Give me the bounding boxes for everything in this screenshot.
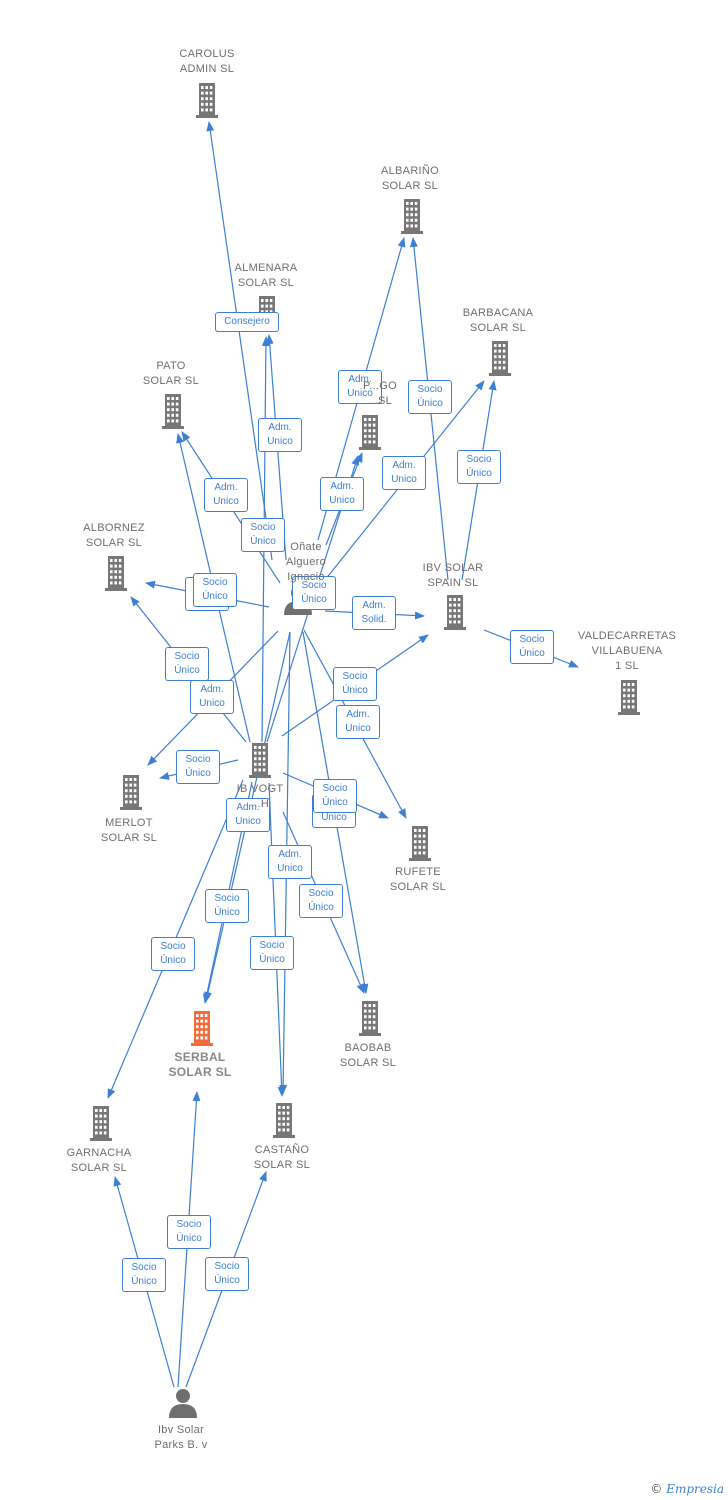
edge-onate-to-carolus bbox=[206, 121, 273, 561]
edge-label-ibvogt-to-baobab[interactable]: Socio Único bbox=[299, 884, 343, 918]
edge-label-ibvogt-to-ibvsolar[interactable]: Socio Único bbox=[333, 667, 377, 701]
garnacha-building-icon[interactable] bbox=[90, 1106, 112, 1141]
edge-label-ibvparks-to-garnacha[interactable]: Socio Único bbox=[122, 1258, 166, 1292]
node-label-albornez[interactable]: ALBORNEZ SOLAR SL bbox=[83, 522, 145, 549]
node-label-castano[interactable]: CASTAÑO SOLAR SL bbox=[253, 1144, 311, 1171]
edge-label-ibvparks-to-serbal[interactable]: Socio Único bbox=[167, 1215, 211, 1249]
edge-label-onate-to-barbacana[interactable]: Adm. Unico bbox=[382, 456, 426, 490]
edge-label-ibvogt-to-merlot[interactable]: Socio Único bbox=[176, 750, 220, 784]
edge-label-onate-to-pato[interactable]: Adm. Unico bbox=[204, 478, 248, 512]
edge-label-onate-to-almenara[interactable]: Adm. Unico bbox=[258, 418, 302, 452]
edge-label-ibvparks-to-castano[interactable]: Socio Único bbox=[205, 1257, 249, 1291]
barbacana-building-icon[interactable] bbox=[489, 341, 511, 376]
node-label-carolus[interactable]: CAROLUS ADMIN SL bbox=[179, 48, 235, 75]
serbal-building-icon[interactable] bbox=[191, 1011, 213, 1046]
edge-label-ibvogt-to-almenara[interactable]: Socio Único bbox=[241, 518, 285, 552]
castano-building-icon[interactable] bbox=[273, 1103, 295, 1138]
node-label-rufete[interactable]: RUFETE SOLAR SL bbox=[389, 866, 447, 893]
edge-label-ibvogt-to-pato[interactable]: Socio Único bbox=[193, 573, 237, 607]
carolus-building-icon[interactable] bbox=[196, 83, 218, 118]
edge-label-onate-to-pago[interactable]: Adm. Unico bbox=[320, 477, 364, 511]
node-label-ibvogt[interactable]: IB VOGT ...H bbox=[236, 783, 284, 810]
node-label-ibvparks[interactable]: Ibv Solar Parks B. v bbox=[154, 1424, 208, 1451]
brand-logo[interactable]: Empresia bbox=[666, 1482, 724, 1496]
edge-label-onate-to-castano[interactable]: Adm. Unico bbox=[268, 845, 312, 879]
rufete-building-icon[interactable] bbox=[409, 826, 431, 861]
edge-label-ibvogt-to-garnacha[interactable]: Socio Único bbox=[151, 937, 195, 971]
edge-label-ibvogt-to-serbal[interactable]: Socio Único bbox=[205, 889, 249, 923]
node-label-albarino[interactable]: ALBARIÑO SOLAR SL bbox=[380, 165, 440, 192]
valdecarretas-building-icon[interactable] bbox=[618, 680, 640, 715]
node-label-baobab[interactable]: BAOBAB SOLAR SL bbox=[339, 1042, 397, 1069]
copyright-symbol: © bbox=[650, 1482, 663, 1496]
edge-label-onate-to-albarino[interactable]: Adm. Unico bbox=[338, 370, 382, 404]
edge-label-onate-to-serbal[interactable]: Adm. Unico bbox=[226, 798, 270, 832]
edge-label-ibvsolar-to-barbacana[interactable]: Socio Único bbox=[457, 450, 501, 484]
ibvogt-building-icon[interactable] bbox=[249, 743, 271, 778]
edge-label-ibvsolar-to-albarino[interactable]: Socio Único bbox=[408, 380, 452, 414]
ibvparks-person-icon[interactable] bbox=[169, 1389, 197, 1418]
node-label-almenara[interactable]: ALMENARA SOLAR SL bbox=[234, 262, 298, 289]
merlot-building-icon[interactable] bbox=[120, 775, 142, 810]
edge-label-onate-to-merlot[interactable]: Adm. Unico bbox=[190, 680, 234, 714]
edge-label-onate-to-carolus[interactable]: Consejero bbox=[215, 312, 279, 332]
node-label-garnacha[interactable]: GARNACHA SOLAR SL bbox=[66, 1147, 132, 1174]
pago-building-icon[interactable] bbox=[359, 415, 381, 450]
edge-label-onate-to-ibvsolar[interactable]: Adm. Solid. bbox=[352, 596, 396, 630]
node-label-onate[interactable]: Oñate Alguero Ignacio bbox=[285, 541, 326, 583]
edge-label-ibvogt-to-pago[interactable]: Socio Único bbox=[292, 576, 336, 610]
edge-label-ibvogt-to-castano[interactable]: Socio Único bbox=[250, 936, 294, 970]
ibvsolar-building-icon[interactable] bbox=[444, 595, 466, 630]
edge-label-ibvogt-to-albornez[interactable]: Socio Único bbox=[165, 647, 209, 681]
albornez-building-icon[interactable] bbox=[105, 556, 127, 591]
node-label-pato[interactable]: PATO SOLAR SL bbox=[142, 360, 200, 387]
node-label-merlot[interactable]: MERLOT SOLAR SL bbox=[100, 817, 158, 844]
node-label-valdecarretas[interactable]: VALDECARRETAS VILLABUENA 1 SL bbox=[577, 630, 677, 672]
edge-label-ibvogt-to-rufete[interactable]: Socio Único bbox=[313, 779, 357, 813]
node-label-ibvsolar[interactable]: IBV SOLAR SPAIN SL bbox=[422, 562, 484, 589]
node-label-pago[interactable]: P...GO ...SL bbox=[363, 380, 397, 407]
baobab-building-icon[interactable] bbox=[359, 1001, 381, 1036]
albarino-building-icon[interactable] bbox=[401, 199, 423, 234]
node-label-serbal[interactable]: SERBAL SOLAR SL bbox=[168, 1050, 232, 1079]
nodes-layer bbox=[90, 83, 640, 1418]
edge-label-onate-to-rufete[interactable]: Adm. Unico bbox=[336, 705, 380, 739]
pato-building-icon[interactable] bbox=[162, 394, 184, 429]
footer: © Empresia bbox=[650, 1482, 724, 1496]
edge-label-ibvsolar-to-valdecarretas[interactable]: Socio Único bbox=[510, 630, 554, 664]
node-label-barbacana[interactable]: BARBACANA SOLAR SL bbox=[462, 307, 534, 334]
